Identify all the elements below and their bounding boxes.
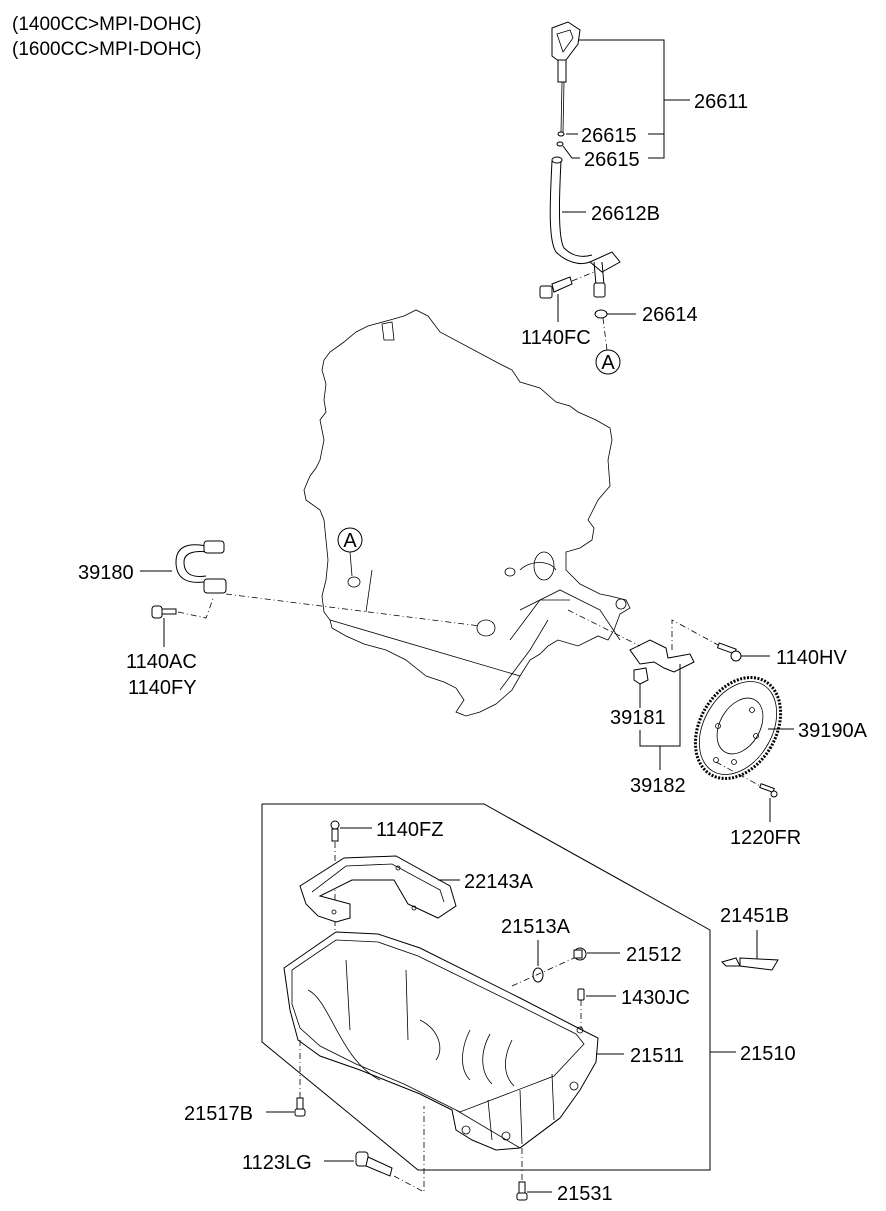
label-26614[interactable]: 26614 [642, 304, 698, 326]
guide-line-39180 [225, 593, 481, 627]
sensor-39180[interactable] [175, 540, 227, 594]
label-26612B[interactable]: 26612B [591, 203, 660, 225]
label-39190A[interactable]: 39190A [798, 720, 868, 742]
label-21451B[interactable]: 21451B [720, 905, 789, 927]
label-22143A[interactable]: 22143A [464, 871, 534, 893]
label-21512[interactable]: 21512 [626, 944, 682, 966]
label-21531[interactable]: 21531 [557, 1183, 613, 1205]
drain-plug-21512[interactable] [573, 947, 587, 961]
callout-a-engine-letter: A [343, 530, 357, 552]
sensor-wheel-39190A[interactable] [678, 662, 798, 794]
bolt-21531[interactable] [516, 1181, 528, 1201]
label-39180[interactable]: 39180 [78, 562, 134, 584]
bolt-1140AC[interactable] [151, 605, 177, 619]
callout-a-top-letter: A [601, 352, 615, 374]
engine-spec-line-1: (1400CC>MPI-DOHC) [12, 14, 202, 35]
label-26615-a[interactable]: 26615 [581, 125, 637, 147]
o-ring-26614[interactable] [594, 309, 608, 319]
label-21511[interactable]: 21511 [630, 1045, 684, 1067]
label-21517B[interactable]: 21517B [184, 1103, 253, 1125]
guide-line-a [602, 317, 608, 351]
bracket-39182[interactable] [629, 639, 695, 685]
label-1220FR[interactable]: 1220FR [730, 827, 801, 849]
bolt-1140FC[interactable] [539, 276, 573, 299]
label-1430JC[interactable]: 1430JC [621, 987, 690, 1009]
label-1140FC[interactable]: 1140FC [521, 327, 591, 349]
washer-21513A[interactable] [532, 967, 544, 983]
label-21510[interactable]: 21510 [740, 1043, 796, 1065]
leader-a-engine [349, 551, 353, 577]
guide-line-1123LG [393, 1106, 425, 1193]
guide-line-1220FR [715, 761, 765, 789]
engine-block [303, 309, 631, 717]
callout-a-engine[interactable]: A [337, 527, 363, 553]
label-26611[interactable]: 26611 [694, 91, 748, 113]
label-1140FY[interactable]: 1140FY [128, 677, 197, 699]
bolt-21517B[interactable] [294, 1097, 306, 1117]
o-ring-26615-b[interactable] [556, 141, 564, 147]
guide-line-1140FC [571, 271, 595, 282]
oil-pan-assembly-frame [261, 803, 711, 1171]
label-1140AC[interactable]: 1140AC [126, 651, 197, 673]
oil-level-gauge[interactable] [551, 21, 581, 133]
guide-line-1140AC [177, 595, 215, 619]
label-1140FZ[interactable]: 1140FZ [376, 819, 443, 841]
screw-1220FR[interactable] [759, 783, 778, 798]
oil-pan-21511[interactable] [283, 931, 599, 1151]
o-ring-26615-a[interactable] [557, 131, 565, 137]
guide-line-drain [511, 957, 575, 987]
baffle-plate-22143A[interactable] [299, 855, 457, 923]
label-1123LG[interactable]: 1123LG [242, 1152, 312, 1174]
label-1140HV[interactable]: 1140HV [776, 647, 847, 669]
guide-line-bracket [567, 609, 641, 647]
engine-spec-line-2: (1600CC>MPI-DOHC) [12, 39, 202, 60]
sealant-tube-21451B[interactable] [721, 957, 779, 971]
leader-26615-b [562, 145, 580, 159]
label-39182[interactable]: 39182 [630, 775, 686, 797]
label-21513A[interactable]: 21513A [501, 916, 571, 938]
label-39181[interactable]: 39181 [610, 707, 666, 729]
leader-26611 [578, 39, 665, 159]
oil-level-gauge-guide[interactable] [549, 156, 621, 298]
bolt-1123LG[interactable] [355, 1151, 393, 1177]
guide-line-1140HV-a [671, 619, 721, 650]
bolt-1140FZ[interactable] [330, 820, 340, 842]
label-26615-b[interactable]: 26615 [584, 149, 640, 171]
callout-a-top[interactable]: A [595, 349, 621, 375]
dowel-1430JC[interactable] [577, 988, 585, 1001]
bolt-1140HV[interactable] [716, 642, 742, 662]
